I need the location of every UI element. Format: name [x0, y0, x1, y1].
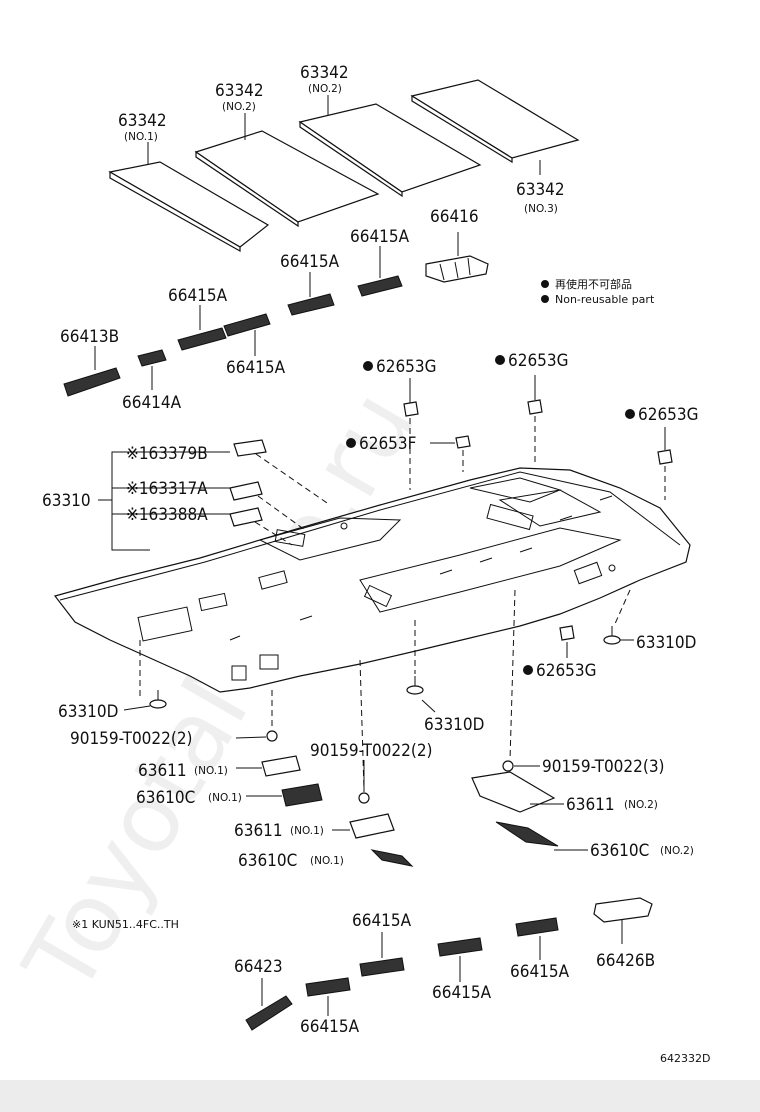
label-63310D-left: 63310D — [58, 702, 118, 722]
label-63611-no1-left: 63611 — [138, 761, 187, 781]
clip-66415A-6[interactable] — [305, 977, 351, 997]
label-63388A: ※163388A — [126, 505, 208, 525]
clip-66415A-3[interactable] — [177, 327, 227, 351]
label-66415A-6: 66415A — [300, 1017, 360, 1037]
label-63610C-no2: 63610C — [590, 841, 649, 861]
clip-66415A-8[interactable] — [515, 917, 559, 937]
label-63611-no1-left-sub: (NO.1) — [194, 765, 228, 777]
diagram-code: 642332D — [660, 1052, 710, 1065]
screw-90159-center[interactable] — [358, 792, 370, 804]
label-63310: 63310 — [42, 491, 91, 511]
label-62653G-4: 62653G — [536, 661, 597, 681]
label-63610C-no1-left-sub: (NO.1) — [208, 792, 242, 804]
label-63379B: ※163379B — [126, 444, 208, 464]
lamp-lens-63610C-no2[interactable] — [495, 821, 559, 847]
clip-66415A-7[interactable] — [437, 937, 483, 957]
clip-62653G-1[interactable] — [403, 401, 419, 417]
label-63342-no3-sub: (NO.3) — [524, 203, 558, 215]
label-62653G-2: 62653G — [508, 351, 569, 371]
fastener-63310D-right[interactable] — [603, 626, 621, 645]
label-66416: 66416 — [430, 207, 479, 227]
bracket-63317A[interactable] — [229, 481, 263, 501]
label-62653G-3: 62653G — [638, 405, 699, 425]
label-63610C-no1-center: 63610C — [238, 851, 297, 871]
roof-silencer-pad-no2-b[interactable] — [298, 103, 482, 198]
label-66423: 66423 — [234, 957, 283, 977]
label-63610C-no1-left: 63610C — [136, 788, 195, 808]
roof-silencer-pad-no2-a[interactable] — [194, 130, 380, 228]
label-63611-no2: 63611 — [566, 795, 615, 815]
label-66415A-8: 66415A — [510, 962, 570, 982]
label-63342-no1: 63342 — [118, 111, 167, 131]
label-62653F: 62653F — [359, 434, 416, 454]
clip-62653G-3[interactable] — [657, 449, 673, 465]
fastener-63310D-center[interactable] — [406, 676, 424, 695]
roof-headlining-63310[interactable] — [53, 467, 691, 693]
label-63342-no1-sub: (NO.1) — [124, 131, 158, 143]
label-66415A-4: 66415A — [226, 358, 286, 378]
clip-66415A-1[interactable] — [357, 275, 403, 297]
label-63611-no1-center-sub: (NO.1) — [290, 825, 324, 837]
clip-66415A-4[interactable] — [223, 313, 271, 337]
label-66415A-2: 66415A — [280, 252, 340, 272]
fastener-63310D-left[interactable] — [149, 690, 167, 709]
lamp-housing-63611-no1-left[interactable] — [261, 755, 301, 777]
label-90159-center: 90159-T0022(2) — [310, 741, 433, 761]
label-63317A: ※163317A — [126, 479, 208, 499]
footnote: ※1 KUN51..4FC..TH — [72, 918, 179, 931]
label-63611-no2-sub: (NO.2) — [624, 799, 658, 811]
clip-66414A[interactable] — [137, 349, 167, 367]
label-63310D-right: 63310D — [636, 633, 696, 653]
headliner-exploded-diagram: ToyotaMine.ru — [2, 63, 710, 1065]
label-66415A-1: 66415A — [350, 227, 410, 247]
label-63342-no2-a: 63342 — [215, 81, 264, 101]
label-63310D-center: 63310D — [424, 715, 484, 735]
label-62653G-1: 62653G — [376, 357, 437, 377]
label-66415A-3: 66415A — [168, 286, 228, 306]
label-90159-left: 90159-T0022(2) — [70, 729, 193, 749]
footer-bar — [0, 1080, 760, 1112]
label-63610C-no1-center-sub: (NO.1) — [310, 855, 344, 867]
clip-62653F[interactable] — [455, 435, 471, 449]
legend-non-reusable-jp: 再使用不可部品 — [555, 277, 632, 291]
clip-66415A-2[interactable] — [287, 293, 335, 316]
lamp-lens-63610C-no1-center[interactable] — [370, 849, 414, 867]
label-66415A-7: 66415A — [432, 983, 492, 1003]
label-66414A: 66414A — [122, 393, 182, 413]
label-66413B: 66413B — [60, 327, 119, 347]
label-63610C-no2-sub: (NO.2) — [660, 845, 694, 857]
clip-62653G-4[interactable] — [559, 625, 575, 641]
clip-66415A-5[interactable] — [359, 957, 405, 977]
lamp-housing-63611-no1-center[interactable] — [349, 813, 395, 839]
label-66426B: 66426B — [596, 951, 655, 971]
screw-90159-right[interactable] — [502, 760, 514, 772]
label-63342-no2-a-sub: (NO.2) — [222, 101, 256, 113]
label-66415A-5: 66415A — [352, 911, 412, 931]
bracket-63388A[interactable] — [229, 507, 263, 527]
label-90159-right: 90159-T0022(3) — [542, 757, 665, 777]
screw-90159-left[interactable] — [266, 730, 278, 742]
legend-non-reusable-en: Non-reusable part — [555, 293, 655, 306]
clip-66413B[interactable] — [63, 367, 121, 397]
label-63342-no2-b-sub: (NO.2) — [308, 83, 342, 95]
label-63342-no2-b: 63342 — [300, 63, 349, 83]
bracket-63379B[interactable] — [233, 439, 267, 457]
label-63611-no1-center: 63611 — [234, 821, 283, 841]
roof-silencer-pad-no1[interactable] — [108, 161, 270, 253]
label-63342-no3: 63342 — [516, 180, 565, 200]
clip-66423[interactable] — [245, 995, 293, 1031]
lamp-housing-63611-no2[interactable] — [471, 771, 556, 813]
lamp-lens-63610C-no1-left[interactable] — [281, 783, 323, 807]
assist-bracket-66416[interactable] — [425, 255, 489, 283]
clip-62653G-2[interactable] — [527, 399, 543, 415]
roof-silencer-pad-no3[interactable] — [410, 79, 580, 164]
bracket-66426B[interactable] — [593, 897, 653, 923]
